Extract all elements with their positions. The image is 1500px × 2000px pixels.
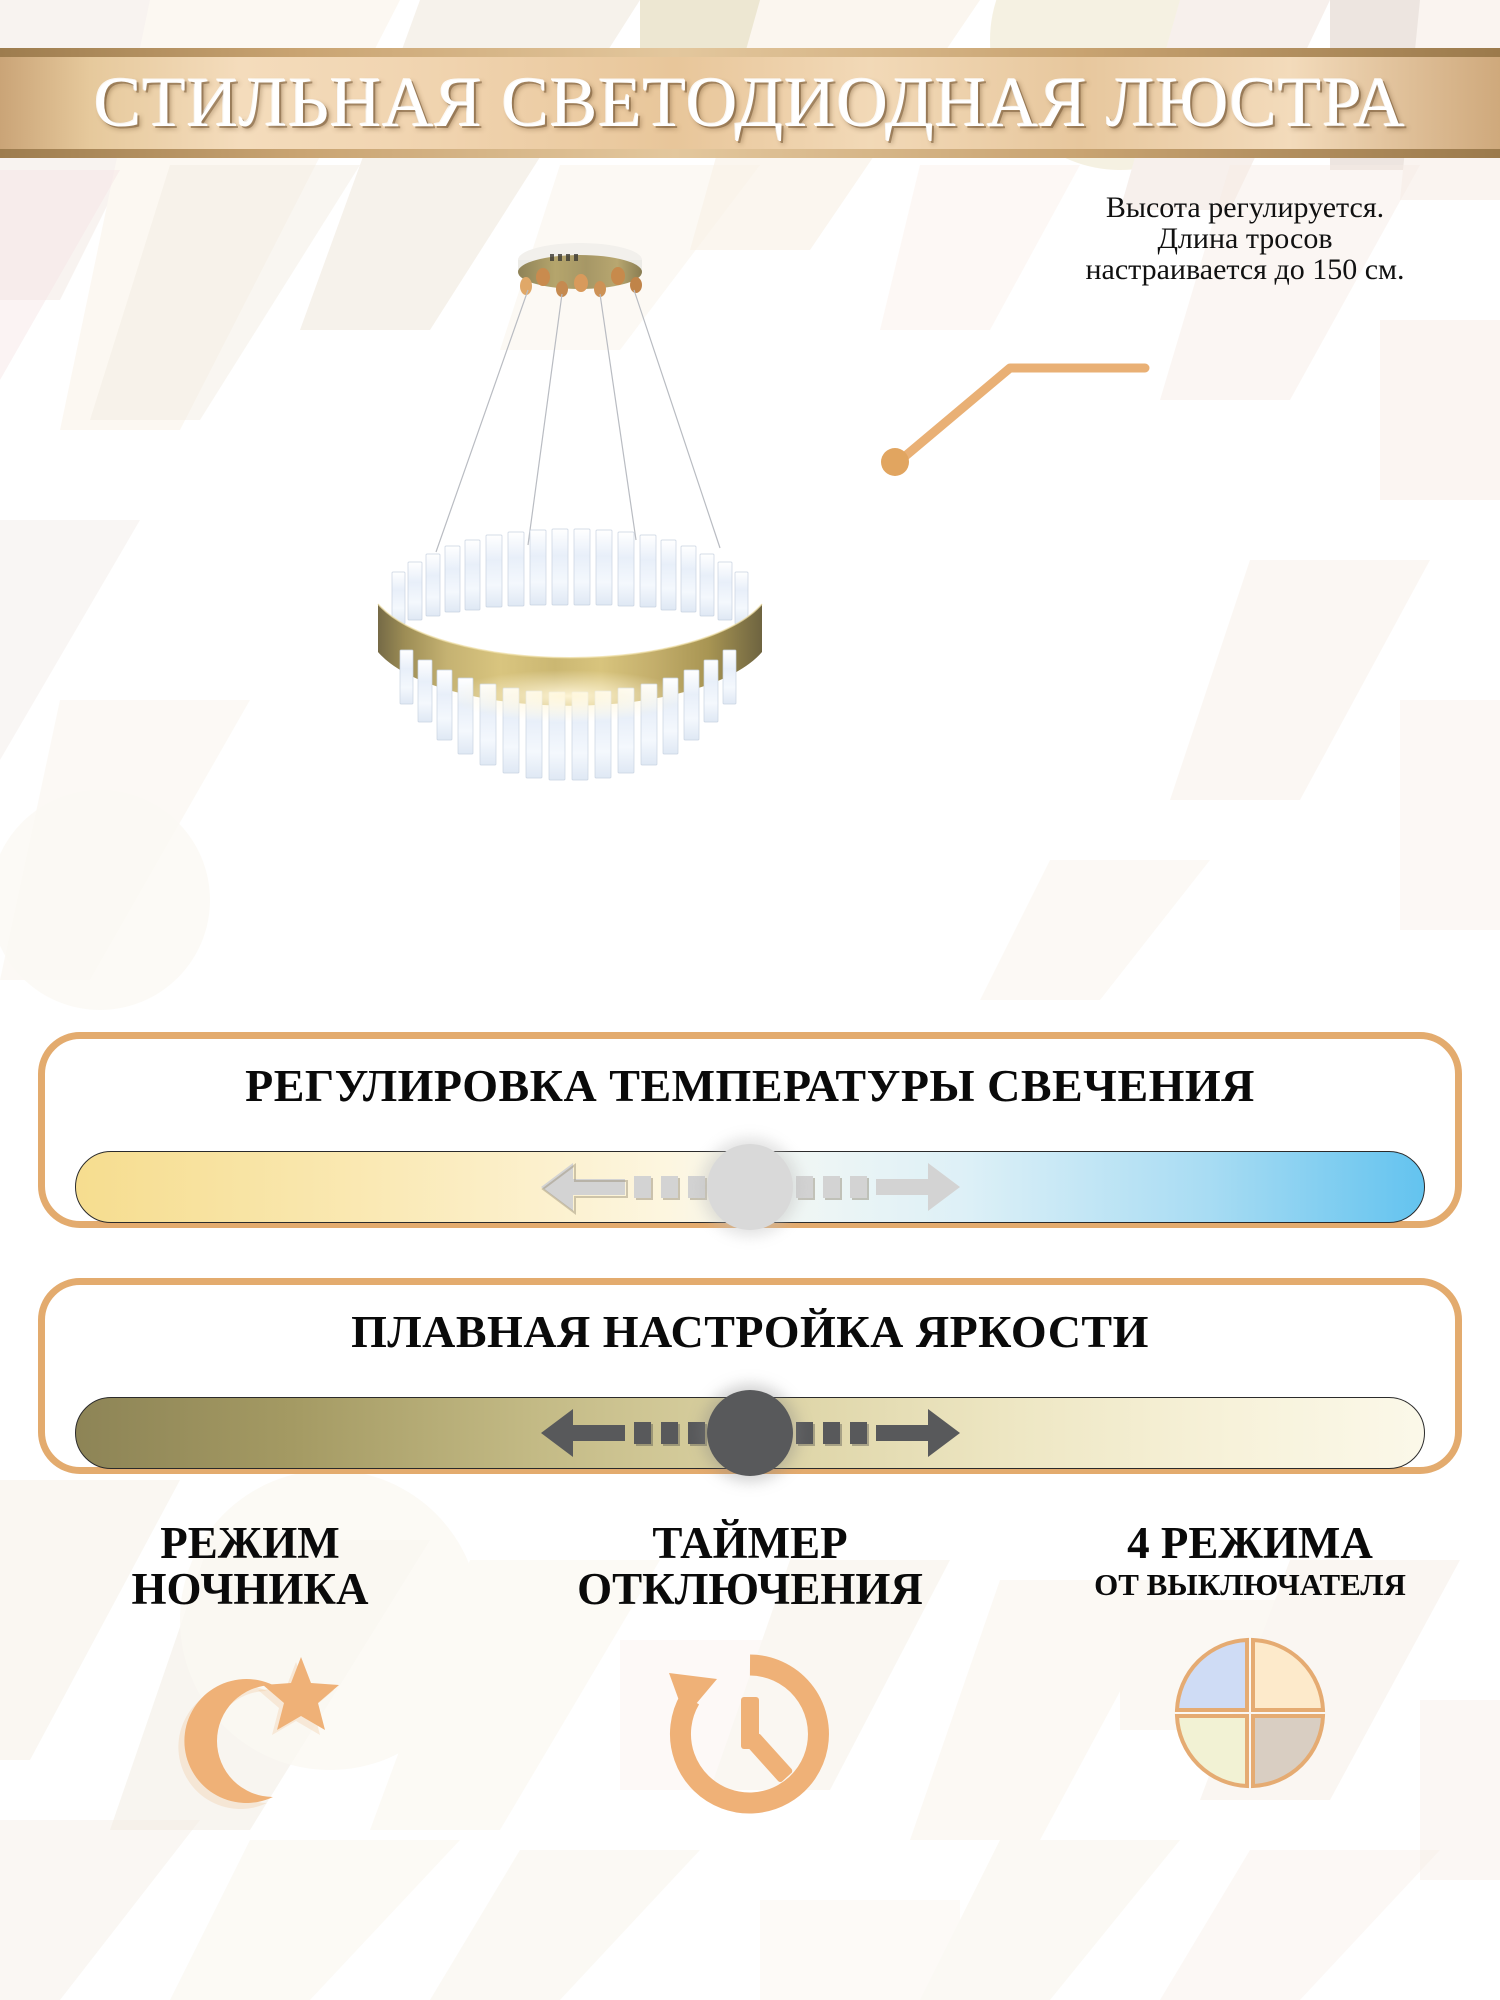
arrow-right-icon bbox=[875, 1409, 960, 1457]
dash-mark bbox=[660, 1422, 678, 1444]
brightness-slider[interactable] bbox=[75, 1390, 1425, 1476]
ceiling-canopy bbox=[518, 243, 642, 297]
arrow-left-icon bbox=[540, 1163, 628, 1215]
dash-mark bbox=[822, 1422, 840, 1444]
temperature-slider-knob[interactable] bbox=[707, 1144, 793, 1230]
timer-label-line2: ОТКЛЮЧЕНИЯ bbox=[577, 1564, 923, 1615]
dash-mark bbox=[822, 1176, 840, 1198]
brightness-left-arrow-group bbox=[533, 1401, 710, 1465]
callout-line-3: настраивается до 150 см. bbox=[1085, 253, 1405, 287]
crystal-ring bbox=[377, 528, 763, 781]
clock-rewind-icon bbox=[655, 1639, 845, 1834]
banner-background bbox=[0, 48, 1500, 158]
temperature-left-arrow-group bbox=[533, 1155, 710, 1219]
moon-star-icon bbox=[155, 1639, 345, 1834]
dash-mark bbox=[687, 1176, 705, 1198]
title-banner: СТИЛЬНАЯ СВЕТОДИОДНАЯ ЛЮСТРА bbox=[0, 48, 1500, 158]
quad-circle-icon bbox=[1165, 1628, 1335, 1803]
night-mode-label-line2: НОЧНИКА bbox=[131, 1564, 369, 1615]
callout-line-1: Высота регулируется. bbox=[1105, 191, 1385, 224]
dash-mark bbox=[687, 1422, 705, 1444]
dash-mark bbox=[849, 1176, 867, 1198]
page-title: СТИЛЬНАЯ СВЕТОДИОДНАЯ ЛЮСТРА bbox=[94, 63, 1406, 142]
brightness-right-arrow-group bbox=[791, 1401, 968, 1465]
brightness-panel-title: ПЛАВНАЯ НАСТРОЙКА ЯРКОСТИ bbox=[351, 1306, 1149, 1357]
dash-mark bbox=[849, 1422, 867, 1444]
brightness-control-panel: ПЛАВНАЯ НАСТРОЙКА ЯРКОСТИ bbox=[38, 1278, 1462, 1476]
suspension-cables bbox=[435, 289, 721, 553]
four-modes-subtitle: ОТ ВЫКЛЮЧАТЕЛЯ bbox=[1094, 1567, 1406, 1603]
brightness-slider-knob[interactable] bbox=[707, 1390, 793, 1476]
banner-edge-top bbox=[0, 48, 1500, 57]
temperature-right-arrow-group bbox=[791, 1155, 968, 1219]
callout-leader-line bbox=[881, 363, 1150, 476]
temperature-slider[interactable] bbox=[75, 1144, 1425, 1230]
four-modes-label: 4 РЕЖИМА bbox=[1127, 1518, 1373, 1568]
callout-line-2: Длина тросов bbox=[1157, 222, 1333, 256]
feature-list: РЕЖИМ НОЧНИКА ТАЙМЕР ОТКЛЮЧЕНИЯ bbox=[0, 1520, 1500, 2000]
dash-mark bbox=[633, 1176, 651, 1198]
feature-night-mode: РЕЖИМ НОЧНИКА bbox=[0, 1520, 500, 2000]
dash-mark bbox=[660, 1176, 678, 1198]
feature-shutdown-timer: ТАЙМЕР ОТКЛЮЧЕНИЯ bbox=[500, 1520, 1000, 2000]
temperature-panel-title: РЕГУЛИРОВКА ТЕМПЕРАТУРЫ СВЕЧЕНИЯ bbox=[245, 1060, 1255, 1111]
chandelier-product-image bbox=[377, 243, 763, 781]
temperature-control-panel: РЕГУЛИРОВКА ТЕМПЕРАТУРЫ СВЕЧЕНИЯ bbox=[38, 1032, 1462, 1230]
night-mode-label-line1: РЕЖИМ bbox=[160, 1518, 340, 1568]
dash-mark bbox=[795, 1176, 813, 1198]
timer-label-line1: ТАЙМЕР bbox=[652, 1518, 848, 1568]
arrow-right-icon bbox=[875, 1163, 960, 1211]
banner-edge-bottom bbox=[0, 149, 1500, 158]
dash-mark bbox=[795, 1422, 813, 1444]
feature-four-modes: 4 РЕЖИМА ОТ ВЫКЛЮЧАТЕЛЯ bbox=[1000, 1520, 1500, 2000]
dash-mark bbox=[633, 1422, 651, 1444]
height-adjust-callout: Высота регулируется. Длина тросов настра… bbox=[1010, 192, 1480, 286]
arrow-left-icon bbox=[540, 1409, 625, 1457]
